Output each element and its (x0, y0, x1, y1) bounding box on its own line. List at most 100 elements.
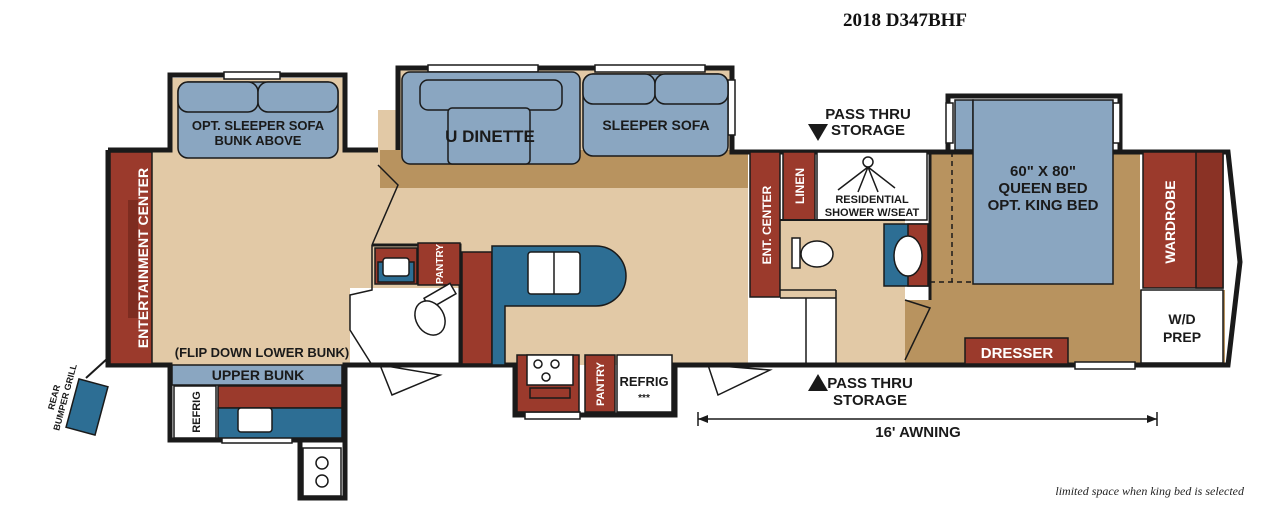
nightstand-left (954, 99, 974, 151)
toilet-bowl (414, 300, 446, 336)
opt-sleeper-sofa-label-2: BUNK ABOVE (215, 133, 302, 148)
ent-center-label: ENT. CENTER (760, 185, 774, 264)
dinette-table (447, 107, 531, 165)
wardrobe-label: WARDROBE (1162, 180, 1178, 263)
wardrobe-door (1195, 151, 1224, 289)
stove-oven (529, 387, 571, 399)
bath-sink (893, 235, 923, 277)
refrigerator (616, 354, 673, 413)
island-counter (491, 245, 627, 366)
window (594, 64, 706, 73)
hall-lines (780, 289, 837, 364)
grill-arm (85, 357, 109, 379)
bedroom-door-swing (904, 299, 932, 361)
hall-floor (778, 298, 836, 364)
burner (550, 359, 560, 369)
pass-thru-top-label-1: PASS THRU (825, 106, 911, 123)
burner (315, 456, 329, 470)
sofa-cushion (654, 73, 729, 105)
half-bath-wall (349, 245, 373, 366)
shower-head (862, 156, 874, 168)
refrig-main-label: REFRIG (619, 374, 668, 389)
bunk-area: UPPER BUNK (FLIP DOWN LOWER BUNK) REFRIG (171, 345, 350, 497)
flip-down-label: (FLIP DOWN LOWER BUNK) (175, 345, 350, 360)
ent-center-cabinet (749, 151, 781, 298)
shower-label-1: RESIDENTIAL (835, 194, 909, 206)
pass-thru-top: PASS THRU STORAGE (808, 106, 911, 141)
dresser (964, 337, 1069, 365)
kitchen-bottom: PANTRY REFRIG *** (516, 354, 673, 413)
sofa-cushion (582, 73, 656, 105)
bed-label-3: OPT. KING BED (988, 197, 1099, 214)
pantry-lower-label: PANTRY (595, 361, 607, 406)
bunk-stove-wall (297, 440, 348, 501)
window (1112, 102, 1121, 144)
shower-spray (837, 166, 896, 193)
pantry-lower (584, 354, 616, 413)
pass-thru-top-arrow (808, 124, 828, 141)
entry-wall-line (371, 164, 399, 246)
window (945, 102, 954, 144)
bath-section: ENT. CENTER LINEN RESIDENTIAL SHOWER W/S… (749, 151, 932, 364)
burner (541, 372, 551, 382)
wd-label-1: W/D (1168, 311, 1195, 327)
window (727, 79, 736, 136)
dresser-label: DRESSER (981, 345, 1054, 362)
sleeper-sofa-label: SLEEPER SOFA (602, 117, 709, 133)
refrig-stars: *** (638, 393, 650, 404)
dinette-back (419, 79, 563, 111)
burner (533, 359, 543, 369)
sleeper-sofa: SLEEPER SOFA (582, 73, 729, 157)
footnote: limited space when king bed is selected (1055, 484, 1245, 498)
outer-wall-path (105, 149, 1243, 443)
island-cabinet (461, 251, 493, 365)
opt-sleeper-sofa: OPT. SLEEPER SOFA BUNK ABOVE (177, 81, 339, 159)
window (427, 64, 539, 73)
pass-thru-bottom-label-1: PASS THRU (827, 375, 913, 392)
upper-bunk-mattress (171, 364, 343, 386)
window (223, 71, 281, 80)
wd-prep (1140, 289, 1224, 364)
opt-sleeper-sofa-label-1: OPT. SLEEPER SOFA (192, 118, 325, 133)
toilet-tank (791, 237, 801, 269)
tv-recess (128, 200, 138, 318)
bed-label-1: 60" X 80" (1010, 163, 1076, 180)
bunk-counter (217, 407, 343, 439)
shower-label-2: SHOWER W/SEAT (825, 207, 920, 219)
outer-wall-dinette-slide (395, 65, 748, 155)
half-bath-toilet (414, 282, 458, 336)
bunk-cabinet (217, 385, 343, 409)
wd-label-2: PREP (1163, 329, 1201, 345)
bunk-cooktop (302, 447, 342, 497)
bedroom: 60" X 80" QUEEN BED OPT. KING BED WARDRO… (954, 99, 1224, 365)
window (1074, 361, 1136, 370)
u-dinette: U DINETTE (401, 71, 581, 165)
pantry-upper-label: PANTRY (435, 244, 446, 284)
pass-thru-top-label-2: STORAGE (831, 122, 905, 139)
u-dinette-label: U DINETTE (445, 127, 535, 146)
linen-label: LINEN (793, 168, 807, 204)
pass-thru-bottom: PASS THRU STORAGE (808, 374, 913, 409)
refrig-bunk-label: REFRIG (191, 391, 203, 433)
bunk-refrigerator (173, 385, 217, 439)
upper-bunk-label: UPPER BUNK (212, 367, 305, 383)
plan-title: 2018 D347BHF (843, 10, 967, 31)
rear-door-swing (378, 364, 443, 396)
bunk-sink (237, 407, 273, 433)
linen-cabinet (782, 151, 816, 221)
main-door-swing (706, 364, 773, 397)
queen-bed (972, 99, 1114, 285)
bed-label-2: QUEEN BED (998, 180, 1087, 197)
awning-arrow-right (1147, 415, 1157, 423)
grill (65, 378, 109, 436)
pantry-upper (417, 242, 461, 286)
kitchen-island (461, 245, 627, 366)
awning-dimension: 16' AWNING (697, 412, 1158, 441)
awning-label: 16' AWNING (875, 424, 961, 441)
window (524, 411, 581, 420)
sofa-cushion (177, 81, 259, 113)
half-bath-sink (382, 257, 410, 277)
windows (221, 64, 1136, 444)
entertainment-center-label: ENTERTAINMENT CENTER (135, 168, 151, 348)
